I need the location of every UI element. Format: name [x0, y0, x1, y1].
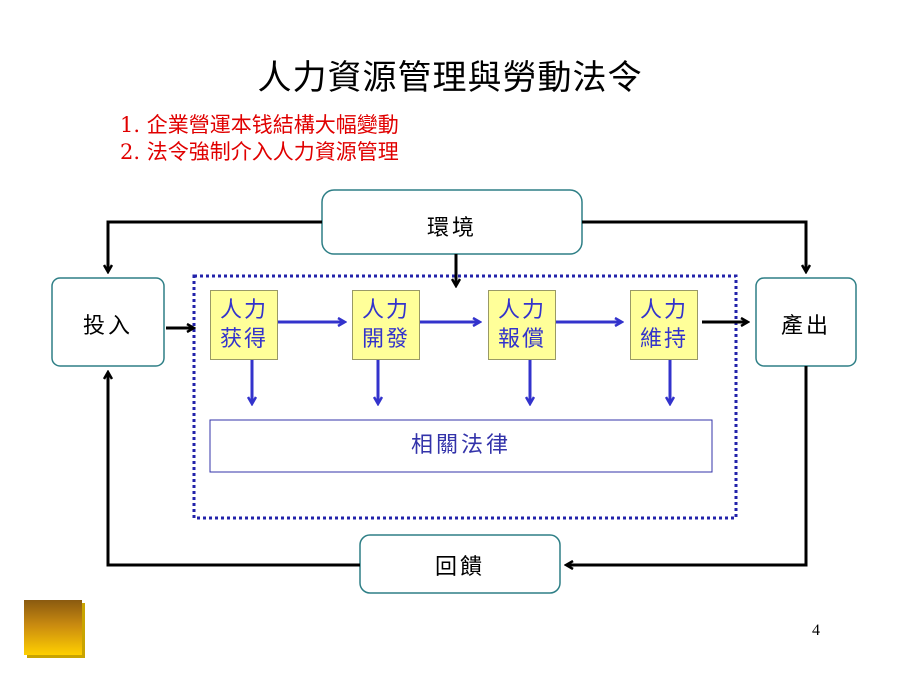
- page-number: 4: [812, 622, 820, 639]
- hr-compensation-box: 人力 報償: [488, 290, 556, 360]
- point-2: 2. 法令強制介入人力資源管理: [120, 140, 399, 164]
- slide-title: 人力資源管理與勞動法令: [257, 58, 643, 98]
- feedback-label: 回饋: [434, 555, 485, 580]
- hr-development-line2: 開發: [361, 327, 410, 352]
- hr-maintenance-line1: 人力: [639, 298, 688, 323]
- system-boundary: [192, 274, 738, 520]
- decorative-corner-square: [24, 600, 82, 655]
- hr-compensation-line1: 人力: [497, 298, 546, 323]
- key-points: 1. 企業營運本钱結構大幅變動 2. 法令強制介入人力資源管理: [120, 112, 399, 166]
- arrow-env-to-output: [582, 220, 806, 272]
- arrow-feedback-to-input: [108, 372, 360, 567]
- arrow-env-to-input: [108, 220, 322, 272]
- input-box: [51, 277, 165, 367]
- output-label: 產出: [780, 314, 831, 339]
- hr-acquisition-line1: 人力: [219, 298, 268, 323]
- hr-acquisition-box: 人力 获得: [210, 290, 278, 360]
- hr-acquisition-line2: 获得: [219, 327, 268, 352]
- hr-development-line1: 人力: [361, 298, 410, 323]
- hr-maintenance-box: 人力 維持: [630, 290, 698, 360]
- hr-maintenance-line2: 維持: [639, 327, 688, 352]
- law-label: 相關法律: [410, 433, 511, 458]
- law-box: [209, 419, 713, 473]
- input-label: 投入: [82, 314, 133, 339]
- environment-label: 環境: [426, 216, 477, 241]
- hr-compensation-line2: 報償: [497, 327, 546, 352]
- point-1: 1. 企業營運本钱結構大幅變動: [120, 113, 399, 137]
- hr-development-box: 人力 開發: [352, 290, 420, 360]
- arrow-output-to-feedback: [566, 366, 808, 565]
